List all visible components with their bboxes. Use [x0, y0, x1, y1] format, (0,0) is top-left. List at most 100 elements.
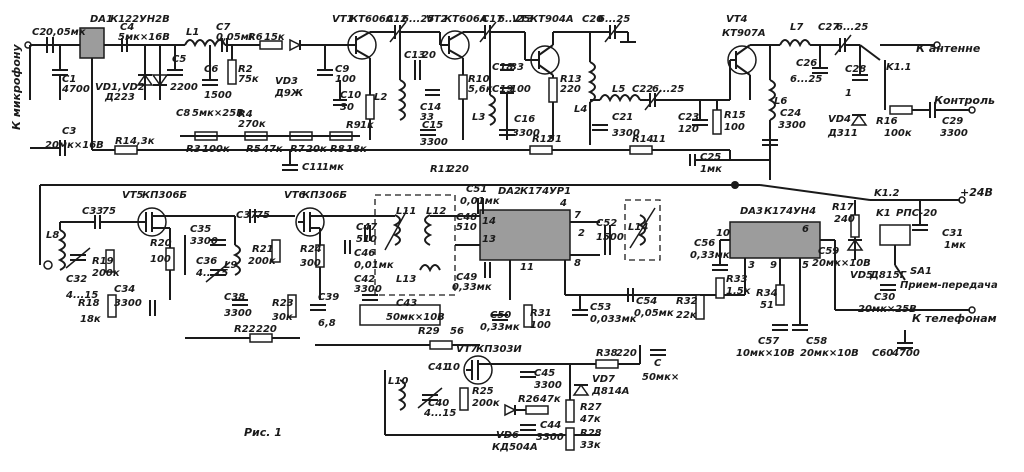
label-da3-type: К174УН4	[764, 206, 816, 217]
label-r7: R7	[290, 144, 305, 155]
label-r5-val: 47к	[261, 144, 283, 155]
label-c52: C52	[596, 218, 617, 229]
label-r34-val: 51	[760, 300, 774, 311]
label-c31-val: 1мк	[944, 240, 966, 251]
label-c15-val: 3300	[420, 137, 448, 148]
label-r18-val: 18к	[80, 314, 101, 325]
label-c18: C18	[492, 62, 513, 73]
label-r14: R14	[632, 134, 654, 145]
label-c57: C57	[758, 336, 779, 347]
label-vt5: VT5	[122, 190, 144, 201]
label-r34: R34	[756, 288, 778, 299]
label-r2-val: 75к	[238, 74, 259, 85]
label-l6: L6	[774, 96, 787, 107]
label-c28-val: 1	[845, 88, 852, 99]
label-l12: L12	[426, 206, 446, 217]
label-r28-val: 33к	[580, 440, 601, 451]
label-c3-val: 20мк×16В	[45, 140, 104, 151]
label-c58-val: 20мк×10В	[800, 348, 859, 359]
label-c24-val: 3300	[778, 120, 806, 131]
label-sa1: SA1	[910, 266, 932, 277]
label-vt6: VT6	[284, 190, 306, 201]
label-c26: C26	[796, 58, 817, 69]
label-c57-val: 10мк×10В	[736, 348, 795, 359]
label-r8-val: 18к	[346, 144, 367, 155]
label-c40-val: 4...15	[423, 408, 456, 419]
label-c6-val: 1500	[204, 90, 232, 101]
label-c39: C39	[318, 292, 339, 303]
label-c45: C45	[534, 368, 555, 379]
label-r33-val: 1,5к	[726, 286, 751, 297]
label-r21-val: 200к	[248, 256, 276, 267]
label-c34-val: 3300	[114, 298, 142, 309]
label-r38: R38	[596, 348, 618, 359]
label-c3: C3	[62, 126, 76, 137]
label-r6-val: 15к	[264, 32, 285, 43]
label-c52-val: 1500	[596, 232, 624, 243]
label-vt7: VT7	[456, 344, 478, 355]
label-c36-val: 4...15	[195, 268, 228, 279]
label-c38-val: 3300	[224, 308, 252, 319]
label-c12: C12	[386, 14, 407, 25]
label-pin10: 10	[716, 228, 730, 239]
label-vd1vd2: VD1,VD2	[95, 82, 145, 93]
label-vd4-type: Д311	[827, 128, 858, 139]
label-c22: C22	[632, 84, 653, 95]
label-pin7: 7	[574, 210, 581, 221]
label-r5: R5	[246, 144, 261, 155]
label-r26-val: 47к	[539, 394, 561, 405]
label-c23: C23	[678, 112, 699, 123]
label-vt5-type: КП306Б	[142, 190, 187, 201]
label-r31-val: 100	[530, 320, 551, 331]
label-c20-val: 6...25	[598, 14, 630, 25]
label-c15: C15	[422, 120, 443, 131]
label-r21: R21	[252, 244, 274, 255]
label-c40: C40	[428, 398, 449, 409]
label-c42: C42	[354, 274, 375, 285]
label-c25: C25	[700, 152, 721, 163]
label-vd6-type: КД504А	[492, 442, 538, 453]
label-r16: R16	[876, 116, 898, 127]
label-l2: L2	[374, 92, 387, 103]
label-c30: C30	[874, 292, 895, 303]
label-c7: C7	[216, 22, 230, 33]
label-vt1: VT1	[332, 14, 354, 25]
label-c20: C20	[582, 14, 603, 25]
label-vd4: VD4	[828, 114, 851, 125]
label-c46: C46	[354, 248, 375, 259]
label-r17: R17	[832, 202, 854, 213]
label-vd6: VD6	[496, 430, 519, 441]
label-vt3: VT3	[512, 14, 534, 25]
label-r8: R8	[330, 144, 345, 155]
label-da2-type: К174УР1	[520, 186, 571, 197]
label-r12: R12	[532, 134, 554, 145]
label-r23: R23	[272, 298, 294, 309]
label-vt1-type: КТ606А	[350, 14, 394, 25]
label-c-bottom: C	[654, 358, 662, 369]
label-l1: L1	[186, 27, 199, 38]
label-r31: R31	[530, 308, 552, 319]
label-r32-val: 22к	[676, 310, 697, 321]
label-c43: C43	[396, 298, 417, 309]
label-c17-val: 6...25	[498, 14, 530, 25]
label-pin6: 6	[802, 224, 809, 235]
label-r6: R6	[248, 32, 263, 43]
label-c39-val: 6,8	[318, 318, 336, 329]
label-c48: C48	[456, 212, 477, 223]
label-c10-val: 30	[340, 102, 354, 113]
label-c2: C2	[32, 27, 46, 38]
label-plus24: +24В	[960, 186, 993, 199]
label-l13: L13	[396, 274, 416, 285]
label-vt6-type: КП306Б	[302, 190, 347, 201]
label-pin8: 8	[574, 258, 581, 269]
label-c36: C36	[196, 256, 217, 267]
label-c6: C6	[204, 64, 218, 75]
label-vd5: VD5	[850, 270, 873, 281]
label-c13: C13	[404, 50, 425, 61]
label-vt2-type: КТ606А	[444, 14, 488, 25]
label-da2: DA2	[498, 186, 521, 197]
label-r4-val: 270к	[238, 119, 266, 130]
label-l5: L5	[612, 84, 625, 95]
label-r25: R25	[472, 386, 494, 397]
